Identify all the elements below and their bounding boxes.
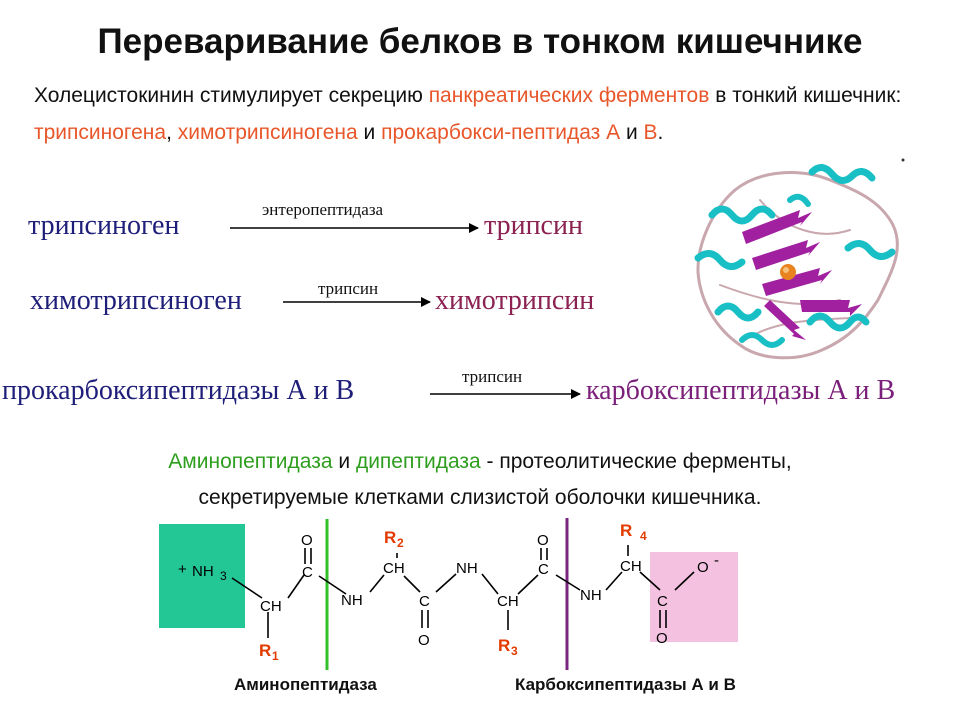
procarboxypeptidase-b-term: В: [643, 121, 658, 144]
note-line-2: секретируемые клетками слизистой оболочк…: [198, 486, 762, 509]
intro-text: Холецистокинин стимулирует секрецию: [34, 84, 429, 107]
carbonyl-carbon-3: C: [538, 561, 549, 578]
peptide-atoms: + NH 3 CH C O NH CH C O NH CH C O NH CH …: [178, 532, 719, 649]
side-chain-r1: R: [259, 641, 271, 660]
carboxypeptidases-label: Карбоксипептидазы А и В: [515, 675, 736, 694]
note-text: - протеолитические ферменты,: [480, 450, 792, 473]
intro-text: и: [620, 121, 644, 144]
carbonyl-carbon-1: C: [302, 564, 313, 581]
side-chain-r3: R: [498, 636, 510, 655]
reaction-1-product: трипсин: [484, 210, 583, 241]
reaction-1-enzyme: энтеропептидаза: [262, 200, 384, 219]
side-chain-r2-subscript: 2: [397, 536, 404, 550]
intro-text: в тонкий кишечник:: [709, 84, 902, 107]
side-chain-r1-subscript: 1: [272, 649, 279, 663]
alpha-carbon-1: CH: [260, 598, 282, 615]
reaction-2-substrate: химотрипсиноген: [30, 285, 242, 316]
nh3-subscript: 3: [220, 569, 227, 583]
intro-text: .: [657, 121, 664, 144]
aminopeptidase-label: Аминопептидаза: [234, 675, 377, 694]
carboxyl-carbon: C: [657, 593, 668, 610]
pancreatic-enzymes-term: панкреатических ферментов: [428, 84, 710, 107]
carboxy-terminal-box: [650, 552, 738, 642]
alpha-carbon-2: CH: [383, 560, 405, 577]
chymotrypsinogen-term: химотрипсиногена: [177, 121, 358, 144]
side-chains: R 1 R 2 R 3 R 4: [259, 521, 647, 663]
trypsinogen-term: трипсиногена: [34, 121, 167, 144]
nh3-group: NH: [192, 563, 214, 580]
reaction-2-enzyme: трипсин: [318, 279, 379, 298]
procarboxypeptidase-a-term: прокарбокси-пептидаз А: [381, 121, 621, 144]
reaction-3-substrate: прокарбоксипептидазы А и В: [2, 375, 355, 406]
dipeptidase-term: дипептидаза: [355, 450, 481, 473]
note-line-1: Аминопептидаза и дипептидаза - протеолит…: [0, 444, 960, 480]
reaction-1-substrate: трипсиноген: [28, 210, 180, 241]
note-paragraph: Аминопептидаза и дипептидаза - протеолит…: [0, 444, 960, 516]
aminopeptidase-term: Аминопептидаза: [168, 450, 333, 473]
reaction-3-enzyme: трипсин: [462, 367, 523, 386]
carbonyl-oxygen-3: O: [537, 532, 549, 549]
amide-nh-1: NH: [341, 592, 363, 609]
carbonyl-oxygen-1: O: [301, 532, 313, 549]
side-chain-r3-subscript: 3: [511, 644, 518, 658]
intro-text: и: [357, 121, 382, 144]
amide-nh-2: NH: [456, 560, 478, 577]
carboxyl-oxygen: O: [656, 630, 668, 647]
reaction-3-product: карбоксипептидазы А и В: [586, 375, 896, 406]
intro-paragraph: Холецистокинин стимулирует секрецию панк…: [34, 77, 914, 151]
note-text: и: [332, 450, 356, 473]
protein-structure-image: [694, 158, 905, 360]
side-chain-r2: R: [384, 528, 396, 547]
nh3-charge: +: [178, 561, 187, 578]
carboxylate-charge: -: [714, 552, 719, 569]
intro-text: ,: [166, 121, 178, 144]
page-title: Переваривание белков в тонком кишечнике: [97, 22, 863, 61]
amino-terminal-box: [159, 524, 245, 628]
carbonyl-carbon-2: C: [419, 593, 430, 610]
alpha-carbon-3: CH: [497, 593, 519, 610]
side-chain-r4-subscript: 4: [640, 529, 647, 543]
reaction-2-product: химотрипсин: [435, 285, 595, 316]
amide-nh-3: NH: [580, 587, 602, 604]
carboxylate-oxygen: O: [697, 559, 709, 576]
side-chain-r4: R: [620, 521, 632, 540]
carbonyl-oxygen-2: O: [418, 632, 430, 649]
alpha-carbon-4: CH: [620, 558, 642, 575]
peptide-bonds: [231, 545, 695, 638]
